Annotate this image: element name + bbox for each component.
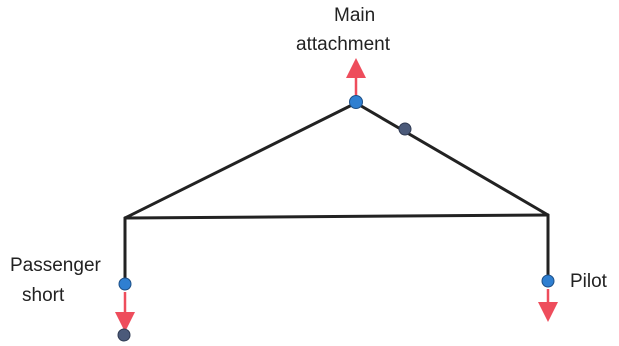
passenger-attachment-point [118,277,132,291]
main-attachment-label-line2: attachment [296,34,390,55]
passenger-end-point [117,328,131,342]
horizontal-bar [123,213,550,220]
main-attachment-label-line1: Main [334,5,376,26]
pilot-label: Pilot [570,271,607,292]
main-attachment-point [349,95,363,109]
passenger-label-line1: Passenger [10,255,101,276]
pilot-attachment-point [541,274,555,288]
passenger-label-line2: short [22,285,65,306]
left-diagonal-strut [123,101,358,220]
upper-right-strut-point [398,122,412,136]
right-diagonal-strut [354,101,550,217]
